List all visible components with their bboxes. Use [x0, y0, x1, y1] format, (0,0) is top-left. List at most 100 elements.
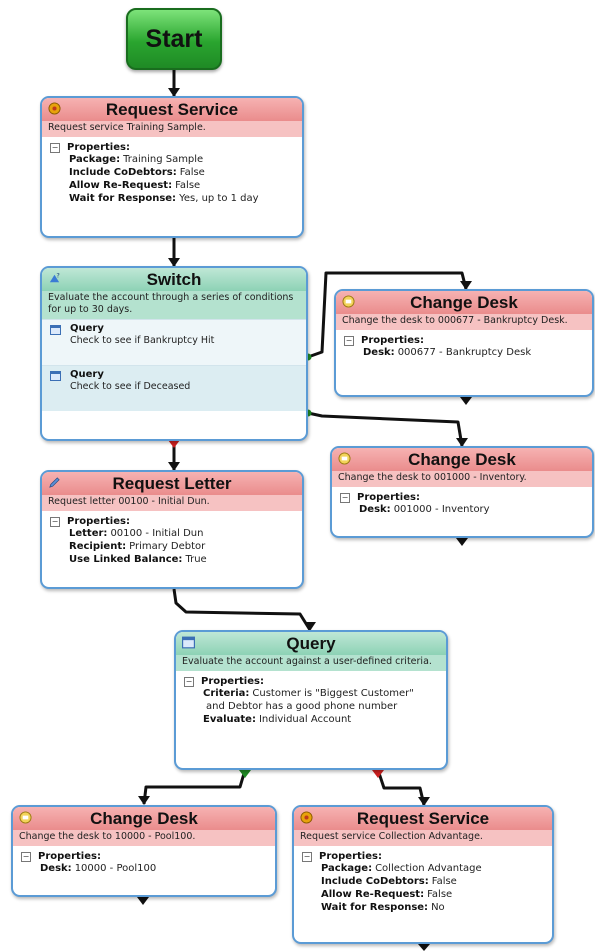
node-description: Request service Collection Advantage. — [294, 830, 552, 846]
property-value: Customer is "Biggest Customer" — [252, 688, 414, 699]
property-row: Package:Collection Advantage — [321, 862, 548, 875]
properties-panel: −Properties: Desk:001000 - Inventory — [332, 487, 592, 518]
properties-panel: −Properties: Desk:000677 - Bankruptcy De… — [336, 330, 592, 361]
property-value: False — [427, 889, 453, 900]
node-title: Change Desk — [408, 450, 516, 469]
arrowhead — [138, 796, 150, 805]
output-port-arrow — [137, 897, 149, 905]
node-description: Change the desk to 000677 - Bankruptcy D… — [336, 314, 592, 330]
request-letter-node[interactable]: Request Letter Request letter 00100 - In… — [40, 470, 304, 589]
properties-panel: −Properties: Letter:00100 - Initial Dun … — [42, 511, 302, 568]
change-desk-node[interactable]: Change Desk Change the desk to 10000 - P… — [11, 805, 277, 897]
connector-query-false-to-request-service — [376, 769, 426, 806]
node-description: Evaluate the account against a user-defi… — [176, 655, 446, 671]
node-title: Request Service — [356, 809, 490, 828]
properties-label: Properties: — [201, 676, 264, 687]
property-value: Yes, up to 1 day — [179, 193, 259, 204]
collapse-toggle-icon[interactable]: − — [50, 516, 60, 527]
node-description: Request service Training Sample. — [42, 121, 302, 137]
properties-panel: −Properties: Package:Training Sample Inc… — [42, 137, 302, 207]
query-icon — [50, 325, 61, 335]
start-label: Start — [145, 24, 203, 53]
property-row: Allow Re-Request:False — [69, 179, 298, 192]
properties-panel: −Properties: Desk:10000 - Pool100 — [13, 846, 275, 877]
false-port — [168, 440, 180, 448]
collapse-toggle-icon[interactable]: − — [184, 676, 194, 687]
property-key: Package: — [321, 863, 373, 874]
arrowhead — [456, 438, 468, 447]
request-service-node[interactable]: Request Service Request service Collecti… — [292, 805, 554, 944]
connector-switch-to-change-desk-bankruptcy — [307, 271, 468, 359]
service-icon — [48, 102, 61, 115]
property-row: Use Linked Balance:True — [69, 553, 298, 566]
connector-request-letter-to-query — [172, 588, 312, 631]
collapse-toggle-icon[interactable]: − — [344, 335, 354, 346]
property-key: Desk: — [359, 504, 391, 515]
query-node[interactable]: Query Evaluate the account against a use… — [174, 630, 448, 770]
property-row: Letter:00100 - Initial Dun — [69, 527, 298, 540]
property-row: Wait for Response:No — [321, 901, 548, 914]
connector-query-true-to-change-desk — [142, 769, 247, 805]
property-value: 001000 - Inventory — [393, 504, 490, 515]
output-port-arrow — [456, 538, 468, 546]
property-key: Include CoDebtors: — [69, 167, 177, 178]
node-title: Switch — [146, 270, 202, 289]
switch-query-case[interactable]: Query Check to see if Deceased — [42, 365, 306, 411]
property-row: Desk:10000 - Pool100 — [40, 862, 271, 875]
property-key: Wait for Response: — [69, 193, 177, 204]
property-row: Evaluate:Individual Account — [203, 713, 442, 726]
property-key: Recipient: — [69, 541, 127, 552]
property-key: Letter: — [69, 528, 108, 539]
query-description: Check to see if Deceased — [70, 381, 191, 392]
desk-icon — [342, 295, 355, 308]
arrowhead — [168, 462, 180, 471]
collapse-toggle-icon[interactable]: − — [302, 851, 312, 862]
property-row: Wait for Response:Yes, up to 1 day — [69, 192, 298, 205]
start-node[interactable]: Start — [126, 8, 222, 70]
false-port — [372, 770, 384, 778]
property-value: Collection Advantage — [375, 863, 482, 874]
node-title: Change Desk — [90, 809, 198, 828]
switch-query-case[interactable]: Query Check to see if Bankruptcy Hit — [42, 319, 306, 365]
property-key: Wait for Response: — [321, 902, 429, 913]
property-key: Desk: — [363, 347, 395, 358]
arrowhead — [304, 622, 316, 631]
output-port-arrow — [418, 944, 430, 951]
properties-label: Properties: — [38, 851, 101, 862]
change-desk-node[interactable]: Change Desk Change the desk to 001000 - … — [330, 446, 594, 538]
query-icon — [50, 371, 61, 381]
property-value: 00100 - Initial Dun — [110, 528, 204, 539]
property-value: True — [185, 554, 207, 565]
node-description: Request letter 00100 - Initial Dun. — [42, 495, 302, 511]
query-icon — [182, 636, 195, 649]
properties-label: Properties: — [67, 516, 130, 527]
arrowhead — [168, 258, 180, 267]
property-row: Allow Re-Request:False — [321, 888, 548, 901]
property-row: Package:Training Sample — [69, 153, 298, 166]
svg-text:?: ? — [56, 272, 59, 280]
collapse-toggle-icon[interactable]: − — [50, 142, 60, 153]
service-icon — [300, 811, 313, 824]
property-row: and Debtor has a good phone number — [203, 700, 442, 713]
query-description: Check to see if Bankruptcy Hit — [70, 335, 215, 346]
request-service-node[interactable]: Request Service Request service Training… — [40, 96, 304, 238]
arrowhead — [418, 797, 430, 806]
property-key: Evaluate: — [203, 714, 256, 725]
switch-node[interactable]: ? Switch Evaluate the account through a … — [40, 266, 308, 441]
node-title: Change Desk — [410, 293, 518, 312]
property-row: Criteria:Customer is "Biggest Customer" — [203, 687, 442, 700]
pencil-icon — [49, 477, 60, 488]
properties-panel: −Properties: Package:Collection Advantag… — [294, 846, 552, 916]
properties-label: Properties: — [67, 142, 130, 153]
property-key: Include CoDebtors: — [321, 876, 429, 887]
property-value: No — [431, 902, 445, 913]
collapse-toggle-icon[interactable]: − — [340, 492, 350, 503]
change-desk-node[interactable]: Change Desk Change the desk to 000677 - … — [334, 289, 594, 397]
property-key: Desk: — [40, 863, 72, 874]
connector-switch-to-change-desk-inventory — [307, 411, 464, 447]
property-value: Primary Debtor — [129, 541, 206, 552]
arrowhead — [168, 88, 180, 97]
desk-icon — [338, 452, 351, 465]
property-value: 000677 - Bankruptcy Desk — [397, 347, 532, 358]
collapse-toggle-icon[interactable]: − — [21, 851, 31, 862]
